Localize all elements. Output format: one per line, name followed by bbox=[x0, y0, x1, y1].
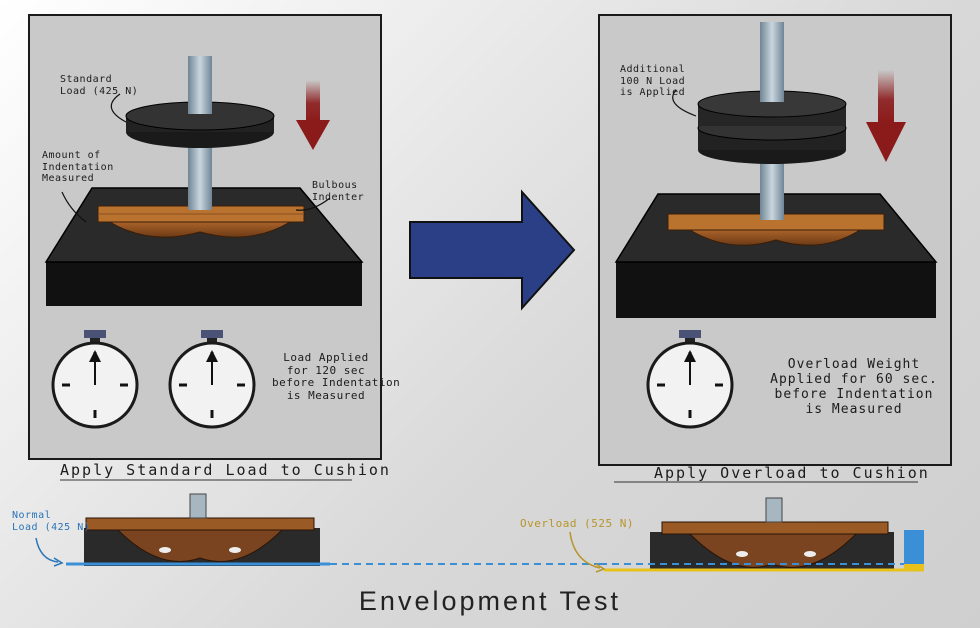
right-timing-note: Overload Weight Applied for 60 sec. befo… bbox=[770, 357, 938, 417]
left-press bbox=[44, 56, 364, 306]
overload-label: Overload (525 N) bbox=[520, 517, 634, 530]
standard-load-label: Standard Load (425 N) bbox=[60, 74, 139, 97]
right-arrow-icon bbox=[409, 189, 576, 311]
section-normal bbox=[35, 493, 600, 567]
down-arrow-icon bbox=[296, 80, 330, 150]
stopwatch-icon bbox=[646, 330, 734, 429]
stopwatch-icon bbox=[168, 330, 256, 429]
stopwatch-icon bbox=[51, 330, 139, 429]
left-timing-note: Load Applied for 120 sec before Indentat… bbox=[272, 351, 401, 402]
indentation-label: Amount of Indentation Measured bbox=[42, 150, 114, 184]
right-caption: Apply Overload to Cushion bbox=[654, 464, 930, 482]
additional-load-label: Additional 100 N Load is Applied bbox=[620, 64, 686, 98]
section-overload bbox=[569, 497, 924, 573]
left-caption: Apply Standard Load to Cushion bbox=[60, 461, 391, 479]
down-arrow-icon bbox=[866, 70, 906, 162]
normal-load-label: Normal Load (425 N) bbox=[12, 510, 91, 533]
right-press bbox=[614, 22, 938, 318]
page-title: Envelopment Test bbox=[358, 586, 622, 616]
indenter-label: Bulbous Indenter bbox=[312, 180, 365, 203]
